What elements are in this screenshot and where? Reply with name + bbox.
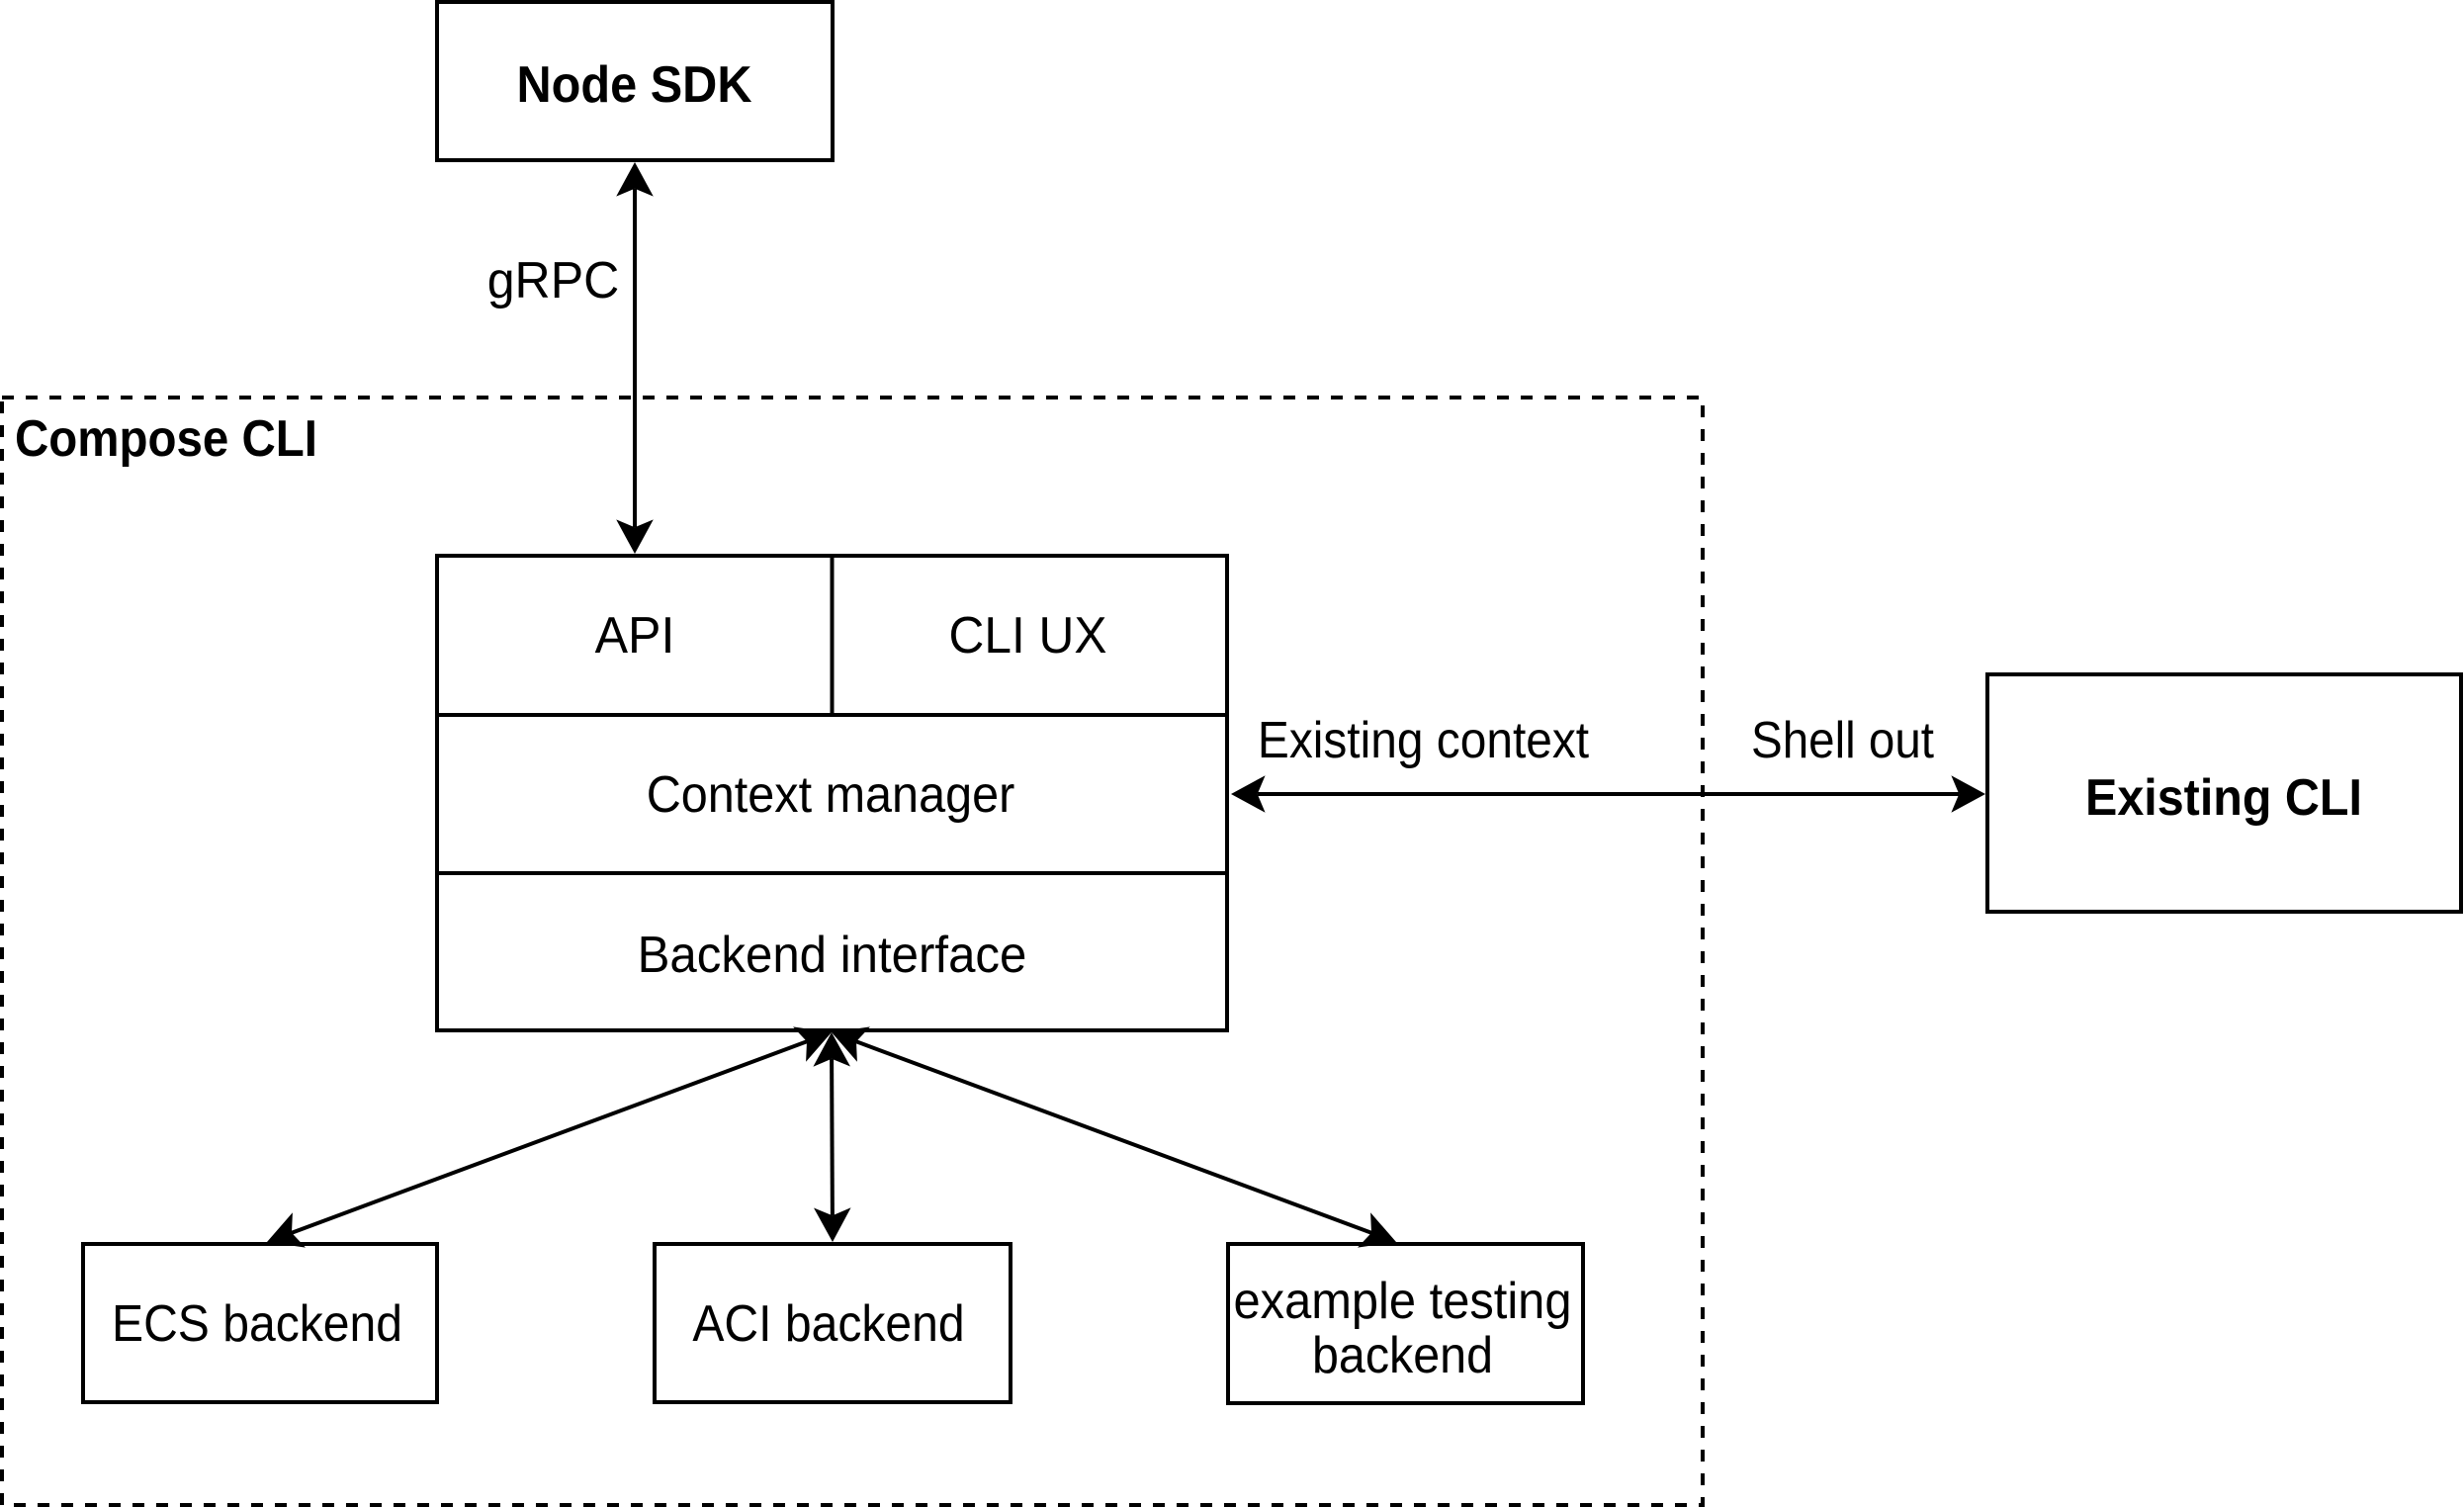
- svg-text:Context manager: Context manager: [647, 766, 1015, 824]
- svg-text:backend: backend: [1312, 1327, 1493, 1384]
- svg-text:Existing context: Existing context: [1258, 712, 1590, 769]
- svg-text:CLI UX: CLI UX: [949, 607, 1107, 665]
- svg-text:Node SDK: Node SDK: [517, 56, 752, 114]
- svg-text:Existing CLI: Existing CLI: [2085, 769, 2362, 827]
- svg-text:ECS backend: ECS backend: [112, 1295, 402, 1353]
- svg-text:Backend interface: Backend interface: [638, 927, 1027, 984]
- svg-text:gRPC: gRPC: [487, 252, 620, 310]
- svg-text:Compose CLI: Compose CLI: [15, 410, 317, 468]
- svg-text:Shell out: Shell out: [1751, 712, 1934, 769]
- svg-text:ACI backend: ACI backend: [692, 1295, 964, 1353]
- svg-text:API: API: [595, 607, 675, 665]
- svg-text:example testing: example testing: [1234, 1273, 1572, 1330]
